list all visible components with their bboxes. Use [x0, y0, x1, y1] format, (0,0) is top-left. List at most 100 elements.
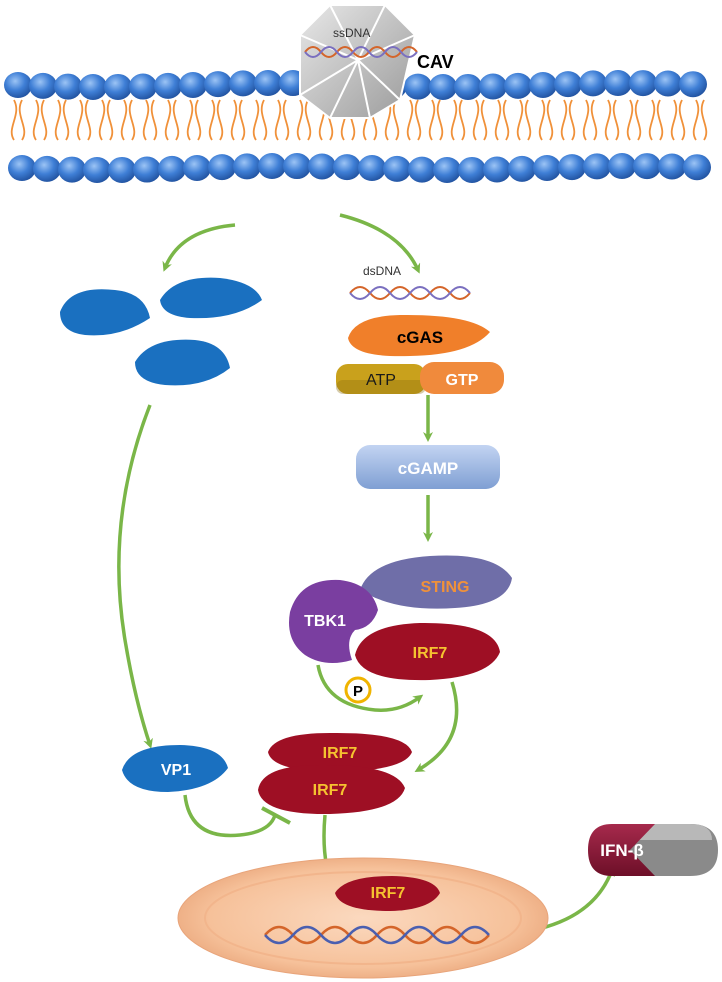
cav-virus: ssDNA CAV: [299, 4, 454, 119]
lipid-head: [33, 155, 61, 182]
phosphate-group: P: [344, 676, 372, 704]
lipid-head: [583, 153, 611, 180]
lipid-head: [604, 70, 632, 97]
lipid-head: [83, 156, 111, 183]
tbk1-protein: TBK1: [289, 579, 378, 664]
cgamp-label: cGAMP: [398, 459, 458, 478]
irf7-protein-nucleus: IRF7: [335, 876, 440, 911]
cgamp: cGAMP: [356, 445, 500, 489]
lipid-head: [508, 155, 536, 182]
irf7-dimer-top: [268, 732, 412, 772]
lipid-head: [454, 73, 482, 100]
irf7-label-3: IRF7: [313, 782, 348, 799]
lipid-head: [179, 71, 207, 98]
cgas-protein: cGAS: [348, 314, 490, 357]
lipid-head: [104, 73, 132, 100]
lipid-head: [233, 153, 261, 180]
vp1-blob-1: [60, 289, 150, 336]
dsdna-label: dsDNA: [363, 264, 401, 278]
lipid-tails: [10, 99, 708, 141]
phosphate-icon: [344, 676, 372, 704]
arrow-irf7-dimerization: [414, 681, 459, 773]
lipid-head: [283, 153, 311, 180]
vp1-cluster: [60, 277, 262, 386]
irf7-dimer: IRF7 IRF7: [258, 732, 412, 815]
lipid-head: [683, 154, 711, 181]
sting-label: STING: [421, 579, 470, 596]
lipid-head: [633, 153, 661, 180]
lipid-head: [533, 154, 561, 181]
irf7-protein-cytoplasm: IRF7: [355, 622, 500, 681]
cgas-label: cGAS: [397, 328, 443, 347]
lipid-head: [458, 156, 486, 183]
lipid-head: [79, 73, 107, 100]
sting-protein: STING: [360, 555, 512, 609]
lipid-head: [258, 153, 286, 180]
irf7-dimer-bottom: [258, 764, 405, 815]
lipid-head: [658, 153, 686, 180]
lipid-head: [608, 153, 636, 180]
irf7-label-1: IRF7: [413, 645, 448, 662]
inhibition-vp1-irf7: [183, 794, 277, 838]
lipid-head: [204, 71, 232, 98]
irf7-label-2: IRF7: [323, 745, 358, 762]
lipid-head: [429, 73, 457, 100]
atp-label: ATP: [366, 372, 396, 389]
lipid-head: [158, 155, 186, 182]
ssdna-strand-icon: [304, 46, 418, 58]
lipid-head: [654, 70, 682, 97]
ifn-beta: IFN-β: [588, 824, 718, 876]
phosphate-label: P: [353, 683, 363, 700]
irf7-label-4: IRF7: [371, 885, 406, 902]
lipid-head: [208, 154, 236, 181]
lipid-head: [483, 156, 511, 183]
lipid-head: [679, 71, 707, 98]
lipid-head: [408, 156, 436, 183]
lipid-head: [529, 71, 557, 98]
cell-membrane: [4, 70, 711, 183]
atp-gtp: ATP GTP: [336, 362, 504, 394]
lipid-head: [254, 70, 282, 97]
membrane-heads-inner: [8, 153, 711, 183]
lipid-head: [229, 70, 257, 97]
lipid-head: [54, 73, 82, 100]
tbk1-label: TBK1: [304, 613, 346, 630]
arrow-phosphorylation: [316, 664, 424, 712]
lipid-head: [4, 72, 32, 98]
lipid-head: [308, 153, 336, 180]
atp-box: [336, 364, 426, 394]
lipid-head: [8, 155, 36, 181]
lipid-head: [558, 154, 586, 181]
arrow-membrane-to-dsdna: [339, 213, 421, 274]
lipid-head: [58, 156, 86, 183]
lipid-head: [579, 70, 607, 97]
ssdna-label: ssDNA: [333, 26, 370, 40]
lipid-head: [133, 156, 161, 183]
nuclear-dna-icon: [264, 925, 490, 945]
lipid-head: [129, 73, 157, 100]
lipid-head: [183, 154, 211, 181]
gtp-label: GTP: [446, 372, 479, 389]
dsdna: dsDNA: [349, 264, 471, 300]
nucleus: [177, 857, 549, 979]
lipid-head: [383, 155, 411, 182]
lipid-head: [404, 73, 432, 100]
lipid-head: [433, 156, 461, 183]
vp1-label: VP1: [161, 762, 191, 779]
lipid-head: [554, 71, 582, 98]
lipid-head: [358, 155, 386, 182]
lipid-head: [29, 72, 57, 99]
lipid-head: [154, 72, 182, 99]
vp1-protein: VP1: [122, 745, 228, 792]
arrow-vp1-down: [117, 404, 153, 749]
lipid-head: [108, 156, 136, 183]
vp1-blob-2: [160, 277, 262, 319]
ifn-beta-label: IFN-β: [600, 841, 643, 860]
cav-label: CAV: [417, 52, 454, 72]
vp1-blob-3: [135, 339, 230, 386]
gtp-box: [420, 362, 504, 394]
lipid-head: [333, 154, 361, 181]
arrow-membrane-to-vp1: [162, 223, 236, 272]
lipid-head: [629, 70, 657, 97]
